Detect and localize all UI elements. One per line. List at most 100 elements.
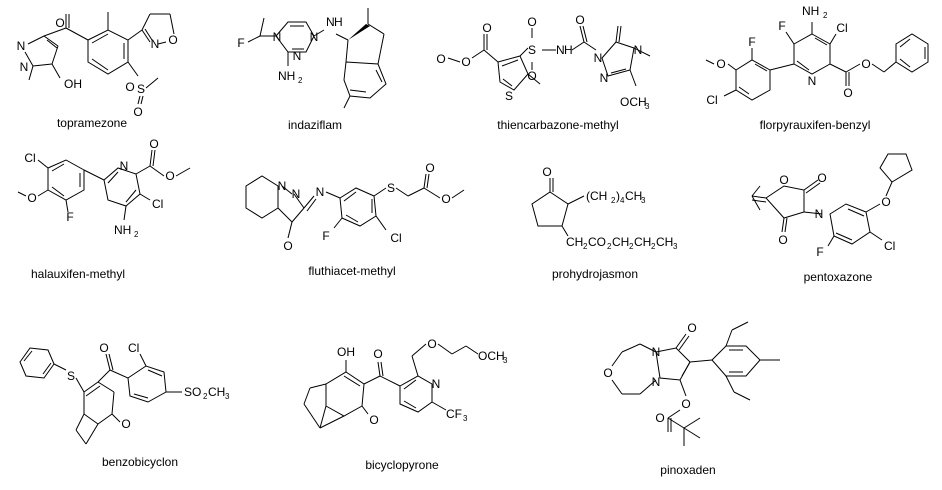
prohydrojasmon-chain-s3: 2 xyxy=(629,242,634,251)
pentoxazone-N: N xyxy=(815,207,824,221)
fluthiacet-Cl: Cl xyxy=(390,231,401,245)
caption-indaziflam: indaziflam xyxy=(288,118,342,132)
prohydrojasmon-CH3: CH xyxy=(625,189,642,203)
topramezone-O2: O xyxy=(168,33,177,47)
indaziflam-NH: N xyxy=(326,15,335,29)
prohydrojasmon-chain-s1: 2 xyxy=(583,242,588,251)
bicyclopyrone-CF3-sub: 3 xyxy=(463,414,468,423)
florpyrauxifen-NH2: NH xyxy=(802,4,819,18)
benzobicyclon-O1: O xyxy=(99,341,108,355)
pinoxaden-O1: O xyxy=(687,321,696,335)
prohydrojasmon-chain-t0: CH xyxy=(566,235,583,249)
caption-pentoxazone: pentoxazone xyxy=(804,270,873,284)
indaziflam-NH2-sub: 2 xyxy=(298,76,303,85)
thiencarbazone-H: H xyxy=(564,43,573,57)
thiencarbazone-O1: O xyxy=(436,52,445,66)
caption-halauxifen-methyl: halauxifen-methyl xyxy=(31,267,125,281)
topramezone-O4: O xyxy=(133,105,142,119)
benzobicyclon-SO2: SO xyxy=(184,385,201,399)
prohydrojasmon-chain-s5: 3 xyxy=(673,242,678,251)
structure-prohydrojasmon: O (CH 2 ) 4 CH 3 CH 2 CO 2 CH 2 CH 2 CH … xyxy=(531,165,678,281)
thiencarbazone-S2: S xyxy=(505,89,513,103)
caption-pinoxaden: pinoxaden xyxy=(660,463,715,477)
florpyrauxifen-O1: O xyxy=(716,57,725,71)
benzobicyclon-CH3: CH xyxy=(208,385,225,399)
caption-prohydrojasmon: prohydrojasmon xyxy=(552,267,638,281)
halauxifen-O2: O xyxy=(149,137,158,151)
structure-florpyrauxifen-benzyl: NH 2 F Cl F O N O O Cl florpyrauxifen-be… xyxy=(705,4,929,132)
prohydrojasmon-chain-t1: CO xyxy=(588,235,606,249)
benzobicyclon-S: S xyxy=(67,369,75,383)
prohydrojasmon-chain-s4: 2 xyxy=(651,242,656,251)
halauxifen-Cl1: Cl xyxy=(24,151,35,165)
bicyclopyrone-OH: OH xyxy=(337,345,355,359)
thiencarbazone-N3: N xyxy=(634,43,643,57)
benzobicyclon-CH3-sub: 3 xyxy=(225,392,230,401)
topramezone-OH: OH xyxy=(64,77,82,91)
thiencarbazone-OCH3-sub: 3 xyxy=(645,102,650,111)
pentoxazone-O3: O xyxy=(778,233,787,247)
thiencarbazone-O3: O xyxy=(482,21,491,35)
prohydrojasmon-sub3: 3 xyxy=(641,196,646,205)
prohydrojasmon-chain-t3: CH xyxy=(634,235,651,249)
pinoxaden-O4: O xyxy=(655,411,664,425)
fluthiacet-N3: N xyxy=(316,185,325,199)
fluthiacet-F: F xyxy=(322,229,329,243)
caption-topramezone: topramezone xyxy=(57,116,127,130)
topramezone-N2: N xyxy=(20,60,29,74)
bicyclopyrone-O2: O xyxy=(369,413,378,427)
pinoxaden-O2: O xyxy=(603,366,612,380)
bicyclopyrone-O1: O xyxy=(373,347,382,361)
caption-benzobicyclon: benzobicyclon xyxy=(102,455,178,469)
fluthiacet-O1: O xyxy=(283,239,292,253)
structure-indaziflam: F N N N N H NH 2 indaziflam xyxy=(237,8,387,132)
florpyrauxifen-N: N xyxy=(808,74,817,88)
structure-pentoxazone: O O O N O F Cl pentoxazone xyxy=(751,153,913,284)
thiencarbazone-O5: O xyxy=(527,69,536,83)
pinoxaden-N1: N xyxy=(652,345,661,359)
pentoxazone-Cl: Cl xyxy=(884,239,895,253)
structure-halauxifen-methyl: Cl O F N O O Cl NH 2 halauxifen-methyl xyxy=(17,137,191,281)
indaziflam-N-c: N xyxy=(293,49,302,63)
topramezone-N1: N xyxy=(17,39,26,53)
thiencarbazone-O6: O xyxy=(575,13,584,27)
thiencarbazone-N2: N xyxy=(600,71,609,85)
caption-fluthiacet-methyl: fluthiacet-methyl xyxy=(308,264,395,278)
topramezone-N3: N xyxy=(151,37,160,51)
halauxifen-O3: O xyxy=(165,169,174,183)
florpyrauxifen-O2: O xyxy=(843,86,852,100)
benzobicyclon-SO2-sub: 2 xyxy=(203,392,208,401)
pentoxazone-O4: O xyxy=(881,195,890,209)
structure-thiencarbazone-methyl: O O O S O O N H O N N N S OCH 3 thiencar… xyxy=(436,13,651,132)
structure-bicyclopyrone: OH O O O OCH 3 N CF 3 bicyclopyrone xyxy=(303,337,508,472)
pentoxazone-O2: O xyxy=(817,171,826,185)
halauxifen-N: N xyxy=(120,159,129,173)
florpyrauxifen-NH2-sub: 2 xyxy=(823,11,828,20)
halauxifen-NH2-sub: 2 xyxy=(134,230,139,239)
thiencarbazone-NH: N xyxy=(556,43,565,57)
thiencarbazone-N1: N xyxy=(594,51,603,65)
bicyclopyrone-OCH3-sub: 3 xyxy=(503,356,508,365)
bicyclopyrone-O3: O xyxy=(427,337,436,351)
topramezone-O3: O xyxy=(125,80,134,94)
florpyrauxifen-F1: F xyxy=(778,19,785,33)
florpyrauxifen-Cl2: Cl xyxy=(706,93,717,107)
structure-topramezone: O N N OH N O S O O topramezone xyxy=(17,12,178,130)
halauxifen-F: F xyxy=(66,210,73,224)
fluthiacet-S: S xyxy=(387,181,395,195)
halauxifen-O1: O xyxy=(27,191,36,205)
prohydrojasmon-chain-t4: CH xyxy=(656,235,673,249)
bicyclopyrone-CF3: CF xyxy=(446,407,462,421)
benzobicyclon-Cl: Cl xyxy=(128,341,139,355)
topramezone-O1: O xyxy=(55,16,64,30)
thiencarbazone-OCH3: OCH xyxy=(620,95,647,109)
structure-fluthiacet-methyl: N N N O S O O F Cl fluthiacet-methyl xyxy=(245,161,465,278)
prohydrojasmon-O: O xyxy=(542,165,551,179)
fluthiacet-N1: N xyxy=(278,179,287,193)
indaziflam-N-b: N xyxy=(310,30,319,44)
thiencarbazone-S1: S xyxy=(528,43,536,57)
halauxifen-Cl2: Cl xyxy=(152,197,163,211)
prohydrojasmon-chain-t2: CH xyxy=(612,235,629,249)
